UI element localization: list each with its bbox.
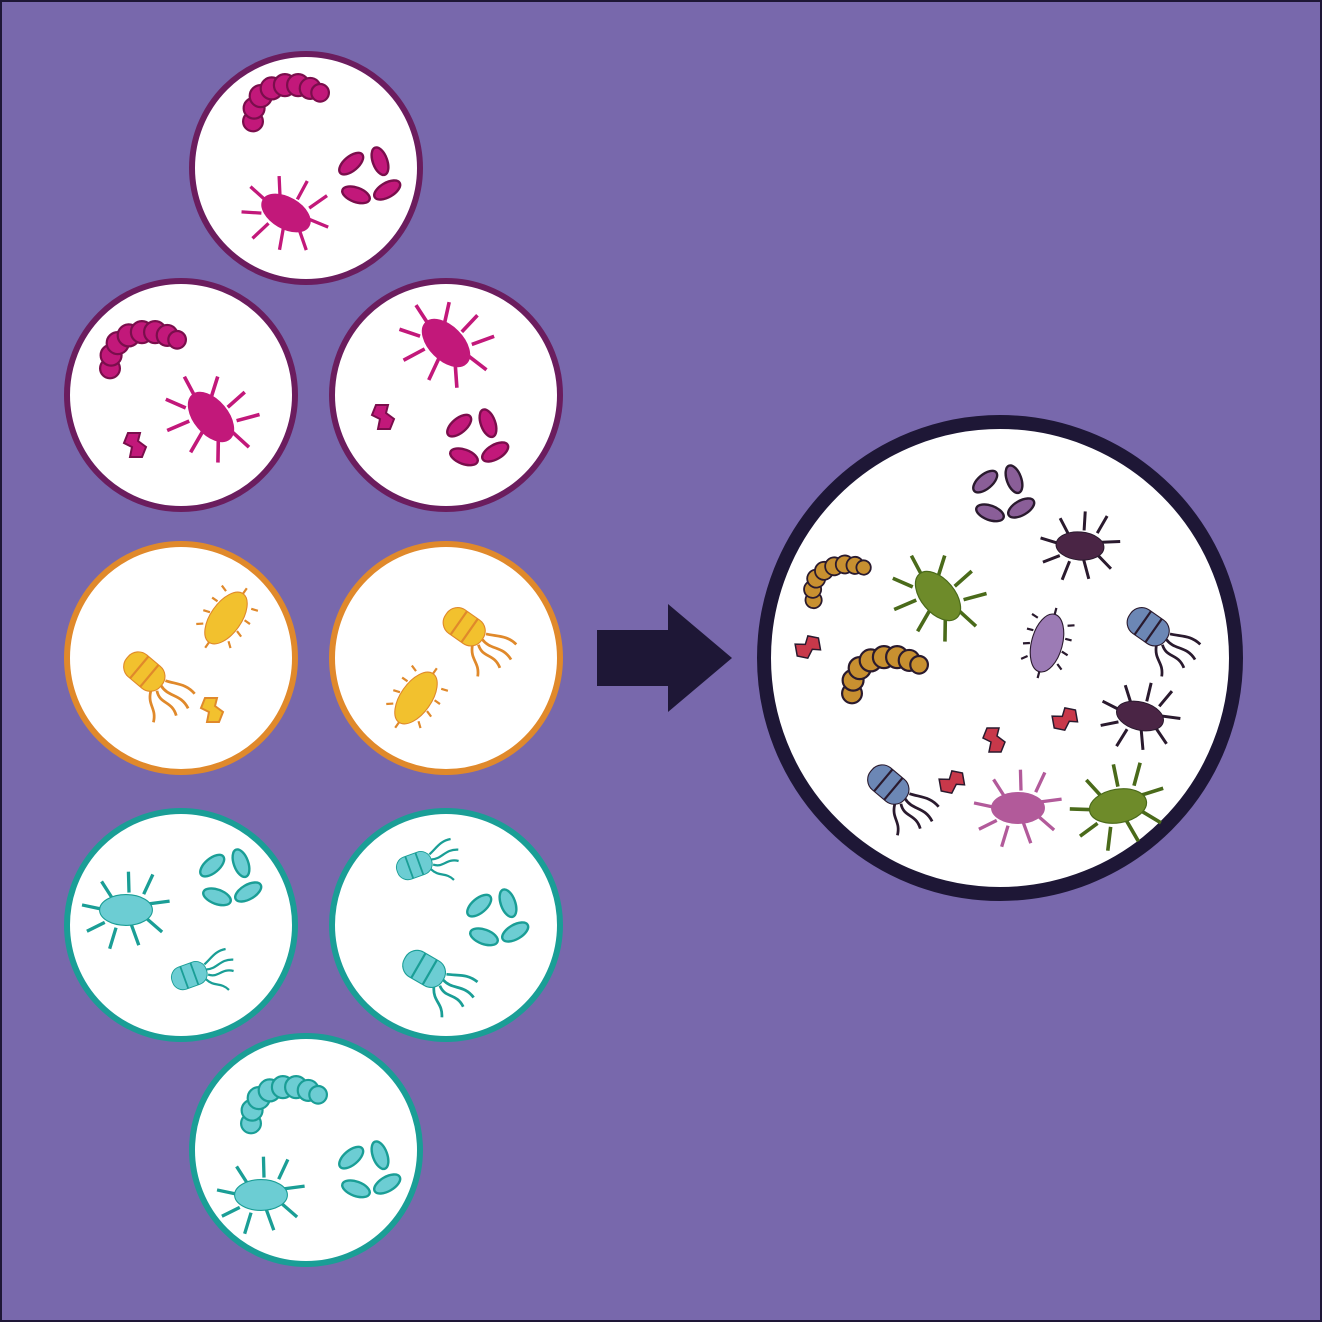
dish-magenta-top: [189, 51, 423, 285]
dish-ring: [329, 541, 563, 775]
dish-teal-right: [329, 808, 563, 1042]
dish-ring: [757, 415, 1243, 901]
dish-ring: [64, 278, 298, 512]
dish-orange-right: [329, 541, 563, 775]
dish-orange-left: [64, 541, 298, 775]
dish-ring: [64, 541, 298, 775]
dish-teal-bottom: [189, 1033, 423, 1267]
dish-magenta-left: [64, 278, 298, 512]
dish-ring: [329, 808, 563, 1042]
right-arrow-icon: [597, 604, 732, 712]
dish-mixed-microbiome: [757, 415, 1243, 901]
dish-magenta-right: [329, 278, 563, 512]
dish-teal-left: [64, 808, 298, 1042]
